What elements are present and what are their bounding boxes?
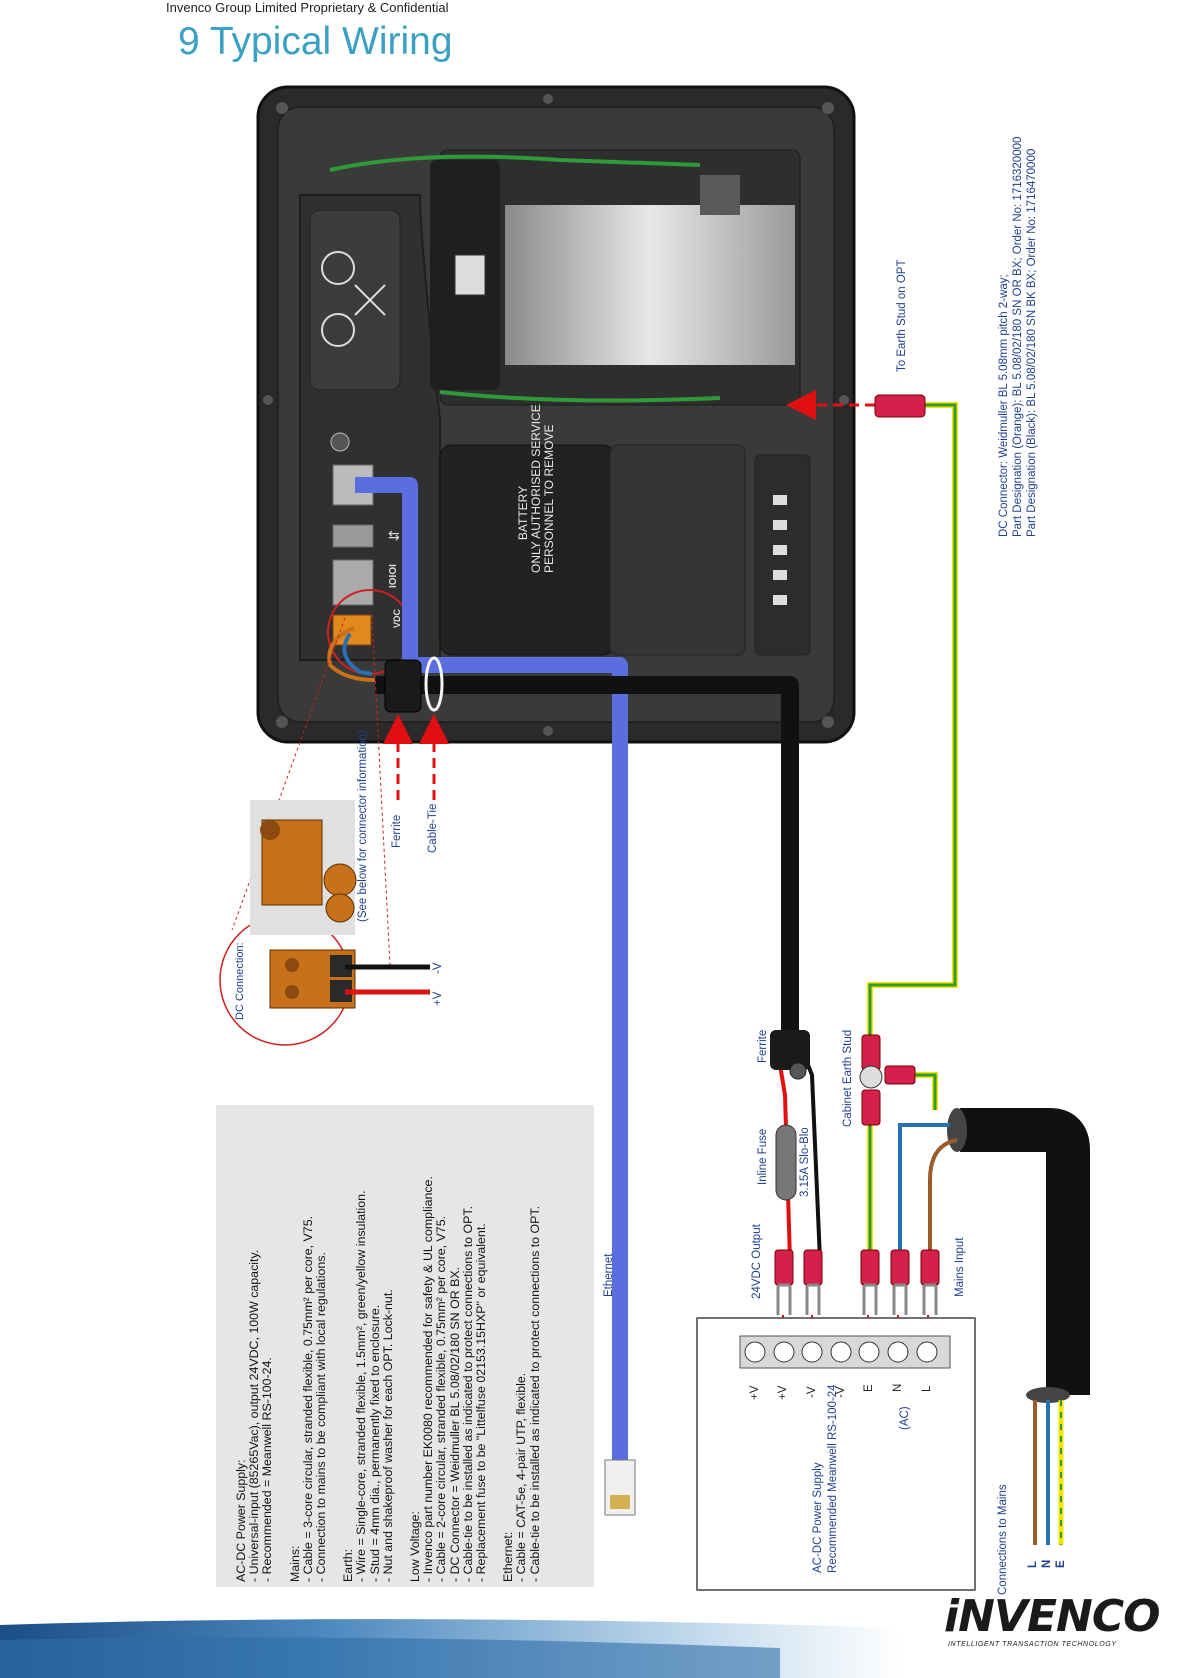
mains-e-label: E	[1055, 1560, 1067, 1568]
terminal-label: E	[863, 1384, 875, 1392]
dc-connector-detail	[219, 614, 430, 1046]
footer-swoosh	[0, 1619, 900, 1678]
terminal-screw-icon	[801, 1341, 823, 1363]
notes-line: - Recommended = Meanwell RS-100-24.	[260, 1357, 275, 1582]
notes-text: AC-DC Power Supply: - Universal-input (8…	[221, 1112, 556, 1582]
ferrite-label-psu: Ferrite	[757, 1029, 769, 1063]
minus-v-label: -V	[432, 962, 444, 975]
terminal-label: N	[892, 1383, 904, 1392]
screw-icon	[822, 102, 834, 114]
notes-line: - Cable-tie to be installed as indicated…	[527, 1205, 542, 1582]
notes-line: - Nut and shakeproof washer for each OPT…	[380, 1289, 395, 1582]
connector-info-note: (See below for connector information)	[357, 730, 369, 922]
inline-fuse-label: Inline Fuse	[757, 1128, 769, 1185]
invenco-logo: iNVENCO INTELLIGENT TRANSACTION TECHNOLO…	[944, 1591, 1184, 1661]
paper-roll	[505, 205, 795, 365]
terminal-label: -V	[835, 1386, 847, 1399]
opt-enclosure: ⇆	[256, 85, 856, 744]
dc-connector-note: DC Connector: Weidmuller BL 5.08mm pitch…	[997, 137, 1039, 537]
dc-connector-note-line: Part Designation (Black): BL 5.08/02/180…	[1026, 148, 1038, 537]
usb-port	[332, 524, 374, 548]
screw-icon	[276, 102, 288, 114]
cable-tie	[424, 656, 444, 712]
notes-line: - Connection to mains to be compliant wi…	[314, 1252, 329, 1582]
mains-cable	[898, 1108, 1090, 1545]
ferrite-core-device	[384, 659, 422, 713]
screw-icon	[822, 716, 834, 728]
psu-ac-label: (AC)	[899, 1406, 911, 1430]
dc-connector-note-line: DC Connector: Weidmuller BL 5.08mm pitch…	[998, 274, 1010, 537]
button-icon	[321, 251, 355, 285]
terminal-screw-icon	[830, 1341, 852, 1363]
fuse-rating-label: 3.15A Slo-Blo	[799, 1127, 811, 1197]
button-icon	[321, 313, 355, 347]
mains-n-label: N	[1041, 1559, 1053, 1568]
notes-line: - Stud = 4mm dia., permanently fixed to …	[367, 1304, 382, 1582]
notes-heading: Mains:	[287, 1545, 302, 1583]
earth-stud-label: To Earth Stud on OPT	[896, 259, 908, 372]
terminal-screw-icon	[916, 1341, 938, 1363]
page-title: 9 Typical Wiring	[178, 20, 453, 63]
audio-jack-icon	[330, 432, 350, 452]
mains-input-label: Mains Input	[954, 1237, 966, 1297]
terminal-screw-icon	[858, 1341, 880, 1363]
usb-icon: ⇆	[388, 528, 400, 544]
connections-to-mains-label: Connections to Mains	[997, 1484, 1009, 1595]
terminal-label: L	[921, 1385, 933, 1392]
battery-warning-line: PERSONNEL TO REMOVE	[542, 424, 556, 573]
psu-subtitle: Recommended Meanwell RS-100-24	[827, 1384, 839, 1573]
fork-terminals	[774, 1249, 940, 1315]
logo-tagline: INTELLIGENT TRANSACTION TECHNOLOGY	[948, 1641, 1117, 1648]
terminal-screw-icon	[744, 1341, 766, 1363]
inline-fuse	[775, 1124, 797, 1201]
battery-warning: BATTERY ONLY AUTHORISED SERVICE PERSONNE…	[516, 404, 556, 573]
earth-wire	[867, 402, 958, 1250]
screw-icon	[543, 94, 553, 104]
notes-line: - Replacement fuse to be "Littelfuse 021…	[474, 1223, 489, 1582]
ethernet-label: Ethernet	[603, 1253, 615, 1297]
notes-line: - Cable = CAT-5e, 4-pair UTP, flexible.	[514, 1372, 529, 1582]
psu-title: AC-DC Power Supply	[812, 1462, 824, 1573]
dc-output-label: 24VDC Output	[751, 1224, 763, 1299]
terminal-label: +V	[777, 1385, 789, 1400]
plus-v-label: +V	[432, 991, 444, 1006]
serial-port-label: IOIOI	[388, 564, 399, 588]
notes-line: - Cable = 2-core circular, stranded flex…	[434, 1215, 449, 1582]
vdc-port-label: VDC	[392, 608, 402, 628]
screw-icon	[276, 716, 288, 728]
confidentiality-header: Invenco Group Limited Proprietary & Conf…	[166, 0, 449, 15]
ferrite-core-psu	[770, 1030, 810, 1070]
logo-wordmark: iNVENCO	[944, 1591, 1161, 1642]
notes-line: - DC Connector = Weidmuller BL 5.08/02/1…	[447, 1266, 462, 1582]
cable-tie-label: Cable-Tie	[427, 803, 439, 853]
terminal-screw-icon	[887, 1341, 909, 1363]
screw-icon	[543, 726, 553, 736]
scissors-icon	[354, 284, 386, 316]
screw-icon	[263, 395, 273, 405]
earth-ring-terminal	[874, 394, 926, 418]
ethernet-port	[332, 464, 374, 506]
dc-connection-label: DC Connection:	[234, 942, 246, 1020]
terminal-label: +V	[749, 1385, 761, 1400]
annotation-arrows	[383, 390, 929, 1335]
ferrite-label-device: Ferrite	[391, 814, 403, 848]
terminal-label: -V	[806, 1386, 818, 1399]
notes-line: - Wire = Single-core, stranded flexible,…	[354, 1190, 369, 1582]
screw-icon	[839, 395, 849, 405]
mains-l-label: L	[1027, 1560, 1039, 1568]
cabinet-earth-stud-label: Cabinet Earth Stud	[842, 1029, 854, 1127]
dc-connector-note-line: Part Designation (Orange): BL 5.08/02/18…	[1012, 136, 1024, 537]
notes-panel	[216, 1105, 594, 1587]
ac-dc-power-supply	[696, 1317, 976, 1591]
cabinet-earth-stud-icon	[859, 1065, 883, 1089]
terminal-screw-icon	[773, 1341, 795, 1363]
serial-port	[332, 559, 374, 606]
